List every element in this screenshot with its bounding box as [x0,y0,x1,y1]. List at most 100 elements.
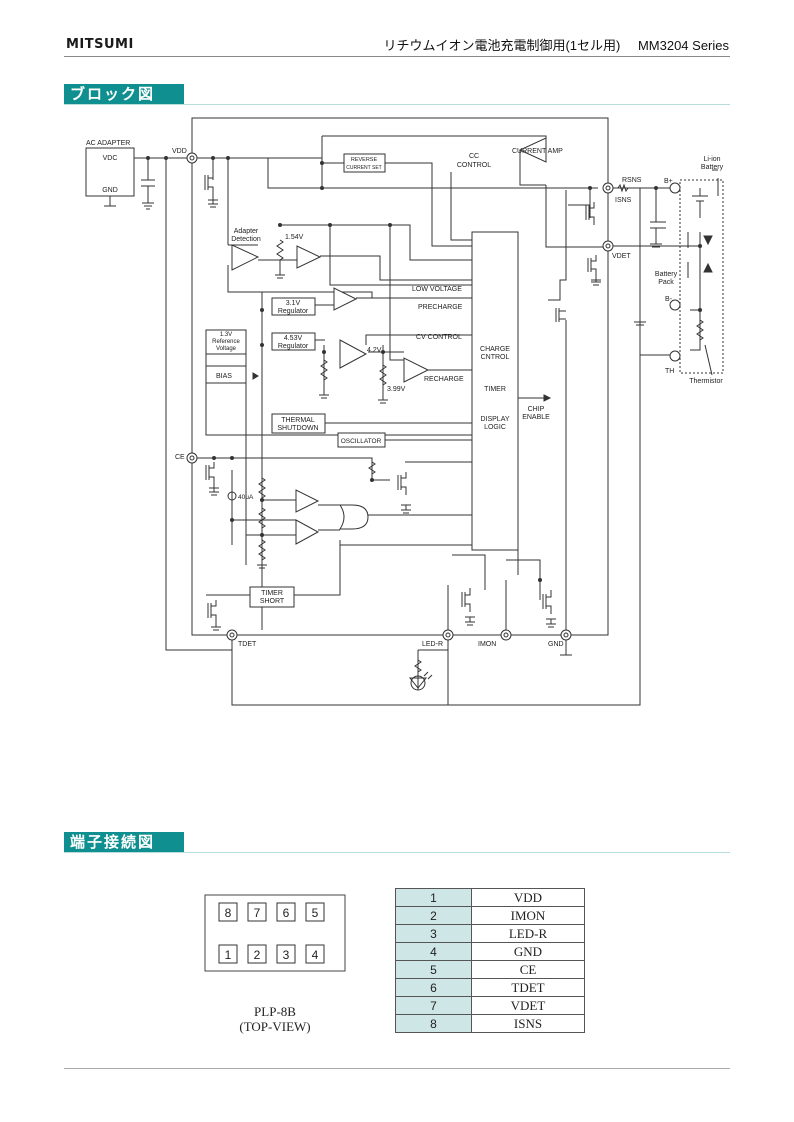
label-cntrol: CNTROL [481,354,510,361]
pkg-pin-5: 5 [312,906,319,920]
label-gnd: GND [102,187,118,194]
brand-logo: MITSUMI [66,37,134,52]
label-chip: CHIP [528,406,545,413]
pin-number: 5 [395,960,472,979]
recharge-amp [403,357,430,383]
pin-number: 2 [395,906,472,925]
pin-number: 7 [395,996,472,1015]
label-timer-short-2: SHORT [260,598,285,605]
label-detection: Detection [231,236,261,243]
label-control: CONTROL [457,162,491,169]
label-ce: CE [175,454,185,461]
pin-name: GND [471,942,585,961]
pkg-pin-1: 1 [225,948,232,962]
label-timer: TIMER [484,386,506,393]
or-gate [339,504,369,530]
label-ref: Reference [212,339,240,345]
precharge-amp [333,287,358,311]
label-battery: Battery [701,164,724,171]
charge-control-box [471,231,519,551]
page-header: リチウムイオン電池充電制御用(1セル用) MM3204 Series [369,35,729,54]
pin-name: IMON [471,906,585,925]
resistor [276,239,284,272]
label-thermistor: Thermistor [689,378,723,385]
resistor [320,359,328,381]
pin-number: 1 [395,888,472,907]
package-view: (TOP-VIEW) [239,1019,311,1034]
label-b-minus: B- [665,296,673,303]
block-diagram: AC ADAPTER VDC GND VDD REVERSE CURRENT S… [85,117,724,706]
label-tdet: TDET [238,641,257,648]
label-logic: LOGIC [484,424,506,431]
resistor [258,507,266,529]
adapter-detect-amp [231,244,260,271]
pkg-pin-7: 7 [254,906,261,920]
pin-number: 6 [395,978,472,997]
label-current-set: CURRENT SET [346,165,381,171]
battery-pack-box [679,179,724,374]
pin-name: ISNS [471,1014,585,1033]
header-rule [64,56,730,57]
cv-amp [339,339,368,369]
label-recharge: RECHARGE [424,376,464,383]
bias-box [205,365,247,384]
package-name: PLP-8B [254,1004,296,1019]
label-display: DISPLAY [480,416,509,423]
reference-1v3-box [205,329,247,355]
label-reverse: REVERSE [351,157,378,163]
label-ref-1v3: 1.3V [220,332,232,338]
label-1v54: 1.54V [285,234,304,241]
section-rule [64,852,730,853]
label-battery-pack-2: Pack [658,279,674,286]
label-timer-short-1: TIMER [261,590,283,597]
label-cc: CC [469,153,479,160]
label-vdet: VDET [612,253,631,260]
comp-a [295,489,320,513]
label-reg31-v: 3.1V [286,300,301,307]
section-title-pin-connection: 端子接続図 [64,832,184,852]
label-voltage: Voltage [216,346,237,352]
pkg-pin-3: 3 [283,948,290,962]
led-symbol [408,677,428,689]
pkg-pin-2: 2 [254,948,261,962]
section-rule [64,104,730,105]
label-low-voltage: LOW VOLTAGE [412,286,462,293]
thermistor-symbol [696,319,704,341]
label-oscillator: OSCILLATOR [341,438,382,445]
label-battery-pack-1: Battery [655,271,678,278]
pin-name: CE [471,960,585,979]
amp-154 [296,245,322,269]
label-charge: CHARGE [480,346,510,353]
pin-number: 3 [395,924,472,943]
label-precharge: PRECHARGE [418,304,463,311]
label-rsns: RSNS [622,177,642,184]
resistor [258,539,266,561]
label-vdd: VDD [172,148,187,155]
comp-b [295,519,320,545]
pin-name: VDD [471,888,585,907]
section-title-block-diagram: ブロック図 [64,84,184,104]
label-isns: ISNS [615,197,632,204]
pin-number: 4 [395,942,472,961]
resistor [414,659,422,673]
label-enable: ENABLE [522,414,550,421]
label-ac-adapter: AC ADAPTER [86,140,130,147]
pin-number: 8 [395,1014,472,1033]
timer-short-box [249,586,295,608]
label-bias: BIAS [216,373,232,380]
resistor [379,364,387,386]
label-imon: IMON [478,641,496,648]
regulator-4v53-box [271,332,316,351]
label-3v99: 3.99V [387,386,406,393]
label-reg31: Regulator [278,308,309,315]
regulator-3v1-box [271,297,316,316]
label-40ua: 40μA [238,494,254,501]
pin-name: TDET [471,978,585,997]
